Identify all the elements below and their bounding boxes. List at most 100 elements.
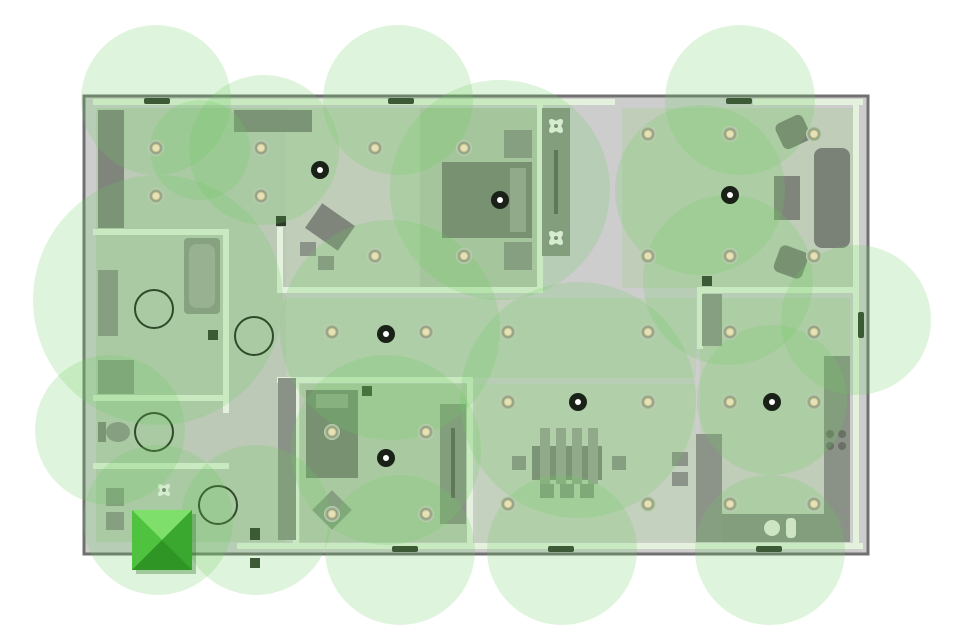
entry-cabinet (702, 294, 722, 346)
ceiling-light-icon[interactable] (806, 394, 822, 410)
ceiling-light-icon[interactable] (418, 324, 434, 340)
thermostat-circle (134, 412, 174, 452)
dining-chair (572, 428, 582, 484)
window-sensor (548, 546, 574, 552)
bathtub-inner (189, 244, 215, 308)
coverage-circle (390, 80, 610, 300)
fan-icon (157, 483, 171, 497)
ceiling-light-icon[interactable] (806, 248, 822, 264)
ceiling-light-icon[interactable] (806, 126, 822, 142)
window-sensor (392, 546, 418, 552)
dining-chair (588, 428, 598, 484)
ceiling-light-icon[interactable] (640, 496, 656, 512)
stove-burner (826, 442, 834, 450)
ceiling-light-icon[interactable] (456, 140, 472, 156)
coverage-circle (35, 355, 185, 505)
coverage-circle (150, 100, 250, 200)
coverage-circle (665, 25, 815, 175)
kitchen-sink (764, 520, 780, 536)
motion-sensor-icon[interactable] (721, 186, 739, 204)
room-corridor (286, 298, 696, 378)
stove-burner (826, 430, 834, 438)
thermostat-circle (134, 289, 174, 329)
fan-icon (549, 231, 563, 245)
wall-switch (362, 386, 372, 396)
coverage-circle (33, 175, 283, 425)
dining-chair-bottom (580, 484, 594, 498)
ceiling-light-icon[interactable] (324, 506, 340, 522)
thermostat-circle (234, 316, 274, 356)
ceiling-light-icon[interactable] (500, 394, 516, 410)
utility-box-1 (106, 488, 124, 506)
nightstand-bottom (504, 242, 532, 270)
armchair (305, 203, 355, 251)
lounge-chair-top (775, 114, 811, 150)
wall-switch (250, 558, 260, 568)
ceiling-light-icon[interactable] (806, 496, 822, 512)
pouf-1 (300, 242, 316, 256)
hub-left-facet (132, 510, 162, 570)
wardrobe-left (98, 110, 124, 228)
window-sensor (726, 98, 752, 104)
ceiling-light-icon[interactable] (418, 506, 434, 522)
ceiling-light-icon[interactable] (324, 424, 340, 440)
motion-sensor-icon[interactable] (569, 393, 587, 411)
ceiling-light-icon[interactable] (253, 188, 269, 204)
coverage-circle (643, 195, 813, 365)
motion-sensor-icon[interactable] (763, 393, 781, 411)
coverage-circle (615, 105, 785, 275)
ceiling-light-icon[interactable] (500, 496, 516, 512)
ceiling-light-icon[interactable] (456, 248, 472, 264)
window-sensor (756, 546, 782, 552)
ceiling-fans (157, 119, 563, 497)
outer-wall (82, 94, 870, 556)
ceiling-light-icon[interactable] (640, 394, 656, 410)
motion-sensors (311, 161, 781, 467)
lounge-chair-bottom (773, 245, 809, 279)
utility-box-2 (106, 512, 124, 530)
coverage-circle (181, 445, 331, 595)
dining-chair-side (512, 456, 526, 470)
ceiling-light-icon[interactable] (418, 424, 434, 440)
thermostat-circle (198, 485, 238, 525)
ceiling-light-icon[interactable] (148, 140, 164, 156)
ceiling-light-icon[interactable] (148, 188, 164, 204)
dining-chair (540, 428, 550, 484)
coverage-circle (695, 475, 845, 625)
toilet-tank (98, 422, 106, 442)
motion-sensor-icon[interactable] (377, 449, 395, 467)
dining-chair-bottom (540, 484, 554, 498)
ceiling-light-icon[interactable] (367, 248, 383, 264)
ceiling-light-icon[interactable] (722, 394, 738, 410)
smart-hub[interactable] (132, 510, 196, 574)
motion-sensor-icon[interactable] (377, 325, 395, 343)
fan-icon (549, 119, 563, 133)
thermostats (134, 289, 274, 525)
corridor-cabinet (278, 378, 296, 540)
kitchen-sink-drain (786, 518, 796, 538)
wardrobe-small-rail (451, 428, 455, 498)
ceiling-light-icon[interactable] (806, 324, 822, 340)
ceiling-light-icon[interactable] (722, 324, 738, 340)
dining-chair-side (612, 456, 626, 470)
ceiling-light-icon[interactable] (253, 140, 269, 156)
hub-bottom-facet (132, 540, 192, 570)
ceiling-light-icon[interactable] (722, 496, 738, 512)
ceiling-light-icon[interactable] (367, 140, 383, 156)
motion-sensor-icon[interactable] (491, 191, 509, 209)
motion-sensor-icon[interactable] (311, 161, 329, 179)
ceiling-light-icon[interactable] (722, 248, 738, 264)
window-sensor (144, 98, 170, 104)
room-left-column (96, 108, 286, 542)
wall-switch (250, 528, 260, 540)
ceiling-light-icon[interactable] (500, 324, 516, 340)
single-bed-pillow (316, 394, 348, 408)
bed-pillow (510, 168, 526, 232)
ceiling-light-icon[interactable] (324, 324, 340, 340)
wall-switches (208, 216, 712, 568)
ceiling-light-icon[interactable] (640, 248, 656, 264)
dining-chair (556, 428, 566, 484)
ceiling-light-icon[interactable] (640, 126, 656, 142)
ceiling-light-icon[interactable] (722, 126, 738, 142)
ceiling-light-icon[interactable] (640, 324, 656, 340)
